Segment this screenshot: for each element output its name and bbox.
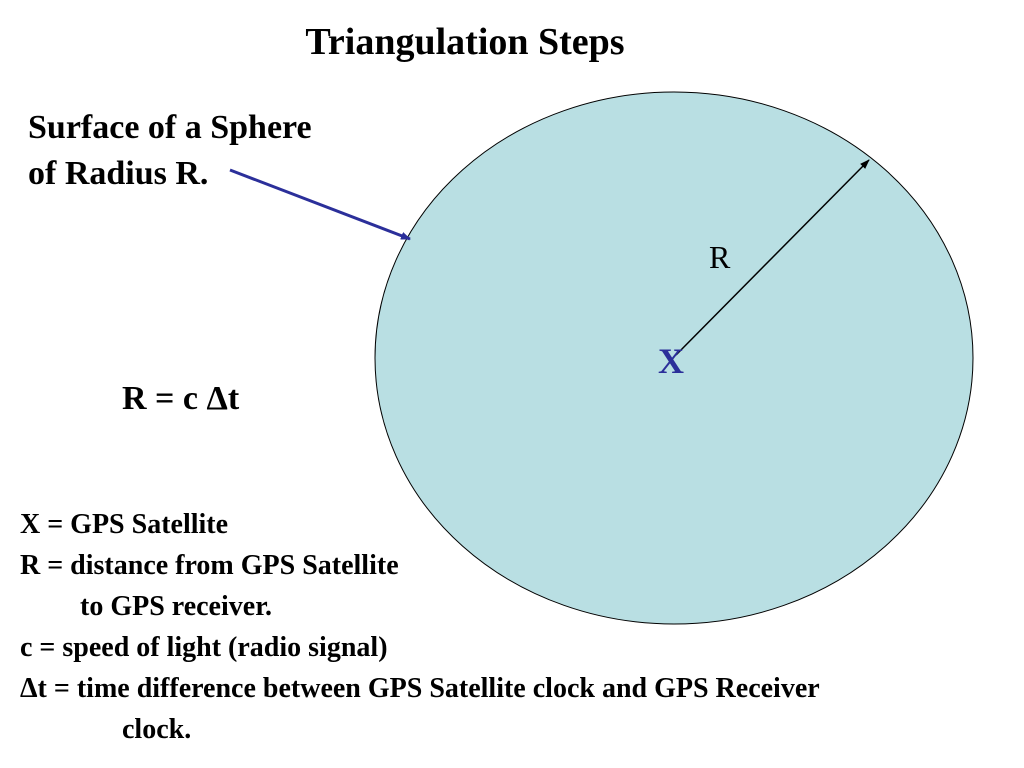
radius-arrow [675, 159, 870, 356]
sphere-label: Surface of a Sphere of Radius R. [28, 105, 312, 197]
sphere-label-line2: of Radius R. [28, 155, 209, 192]
satellite-marker: X [658, 341, 684, 381]
legend-line-time: Δt = time difference between GPS Satelli… [20, 673, 820, 704]
sphere-circle [374, 91, 974, 625]
legend-line-satellite: X = GPS Satellite [20, 509, 229, 540]
sphere-label-line1: Surface of a Sphere [28, 109, 312, 146]
legend-line-speed: c = speed of light (radio signal) [20, 632, 388, 663]
sphere-pointer-arrow [229, 168, 411, 241]
legend-line-distance-cont: to GPS receiver. [80, 591, 273, 622]
radius-label: R [709, 239, 731, 275]
range-formula: R = c Δt [122, 380, 240, 417]
legend-line-time-cont: clock. [122, 714, 192, 745]
legend-line-distance: R = distance from GPS Satellite [20, 550, 399, 581]
legend: X = GPS Satellite R = distance from GPS … [20, 504, 820, 750]
slide-title: Triangulation Steps [305, 21, 625, 63]
